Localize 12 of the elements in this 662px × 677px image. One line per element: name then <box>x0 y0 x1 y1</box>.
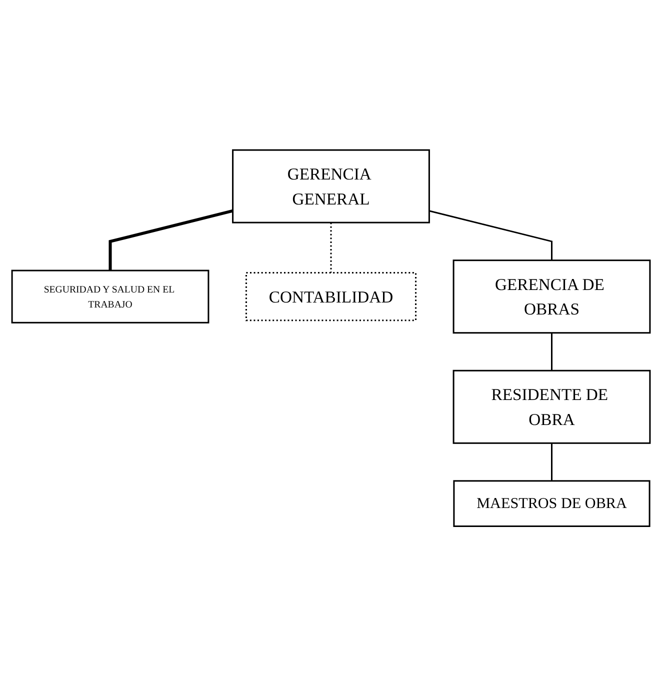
org-chart: GERENCIA GENERAL SEGURIDAD Y SALUD EN EL TRABAJO CONTABILIDAD GERENCIA DE OBRAS RESIDENTE DE OBRA MAESTROS DE OBRA <box>6 144 656 533</box>
connector <box>551 444 552 482</box>
connector <box>551 333 552 371</box>
node-box <box>11 270 210 324</box>
connector <box>330 222 332 274</box>
node-box <box>452 260 651 334</box>
node-box <box>245 272 417 322</box>
node-box <box>452 370 651 444</box>
connector <box>108 210 234 271</box>
node-box <box>232 150 430 224</box>
connector <box>429 210 552 261</box>
node-box <box>453 480 650 528</box>
